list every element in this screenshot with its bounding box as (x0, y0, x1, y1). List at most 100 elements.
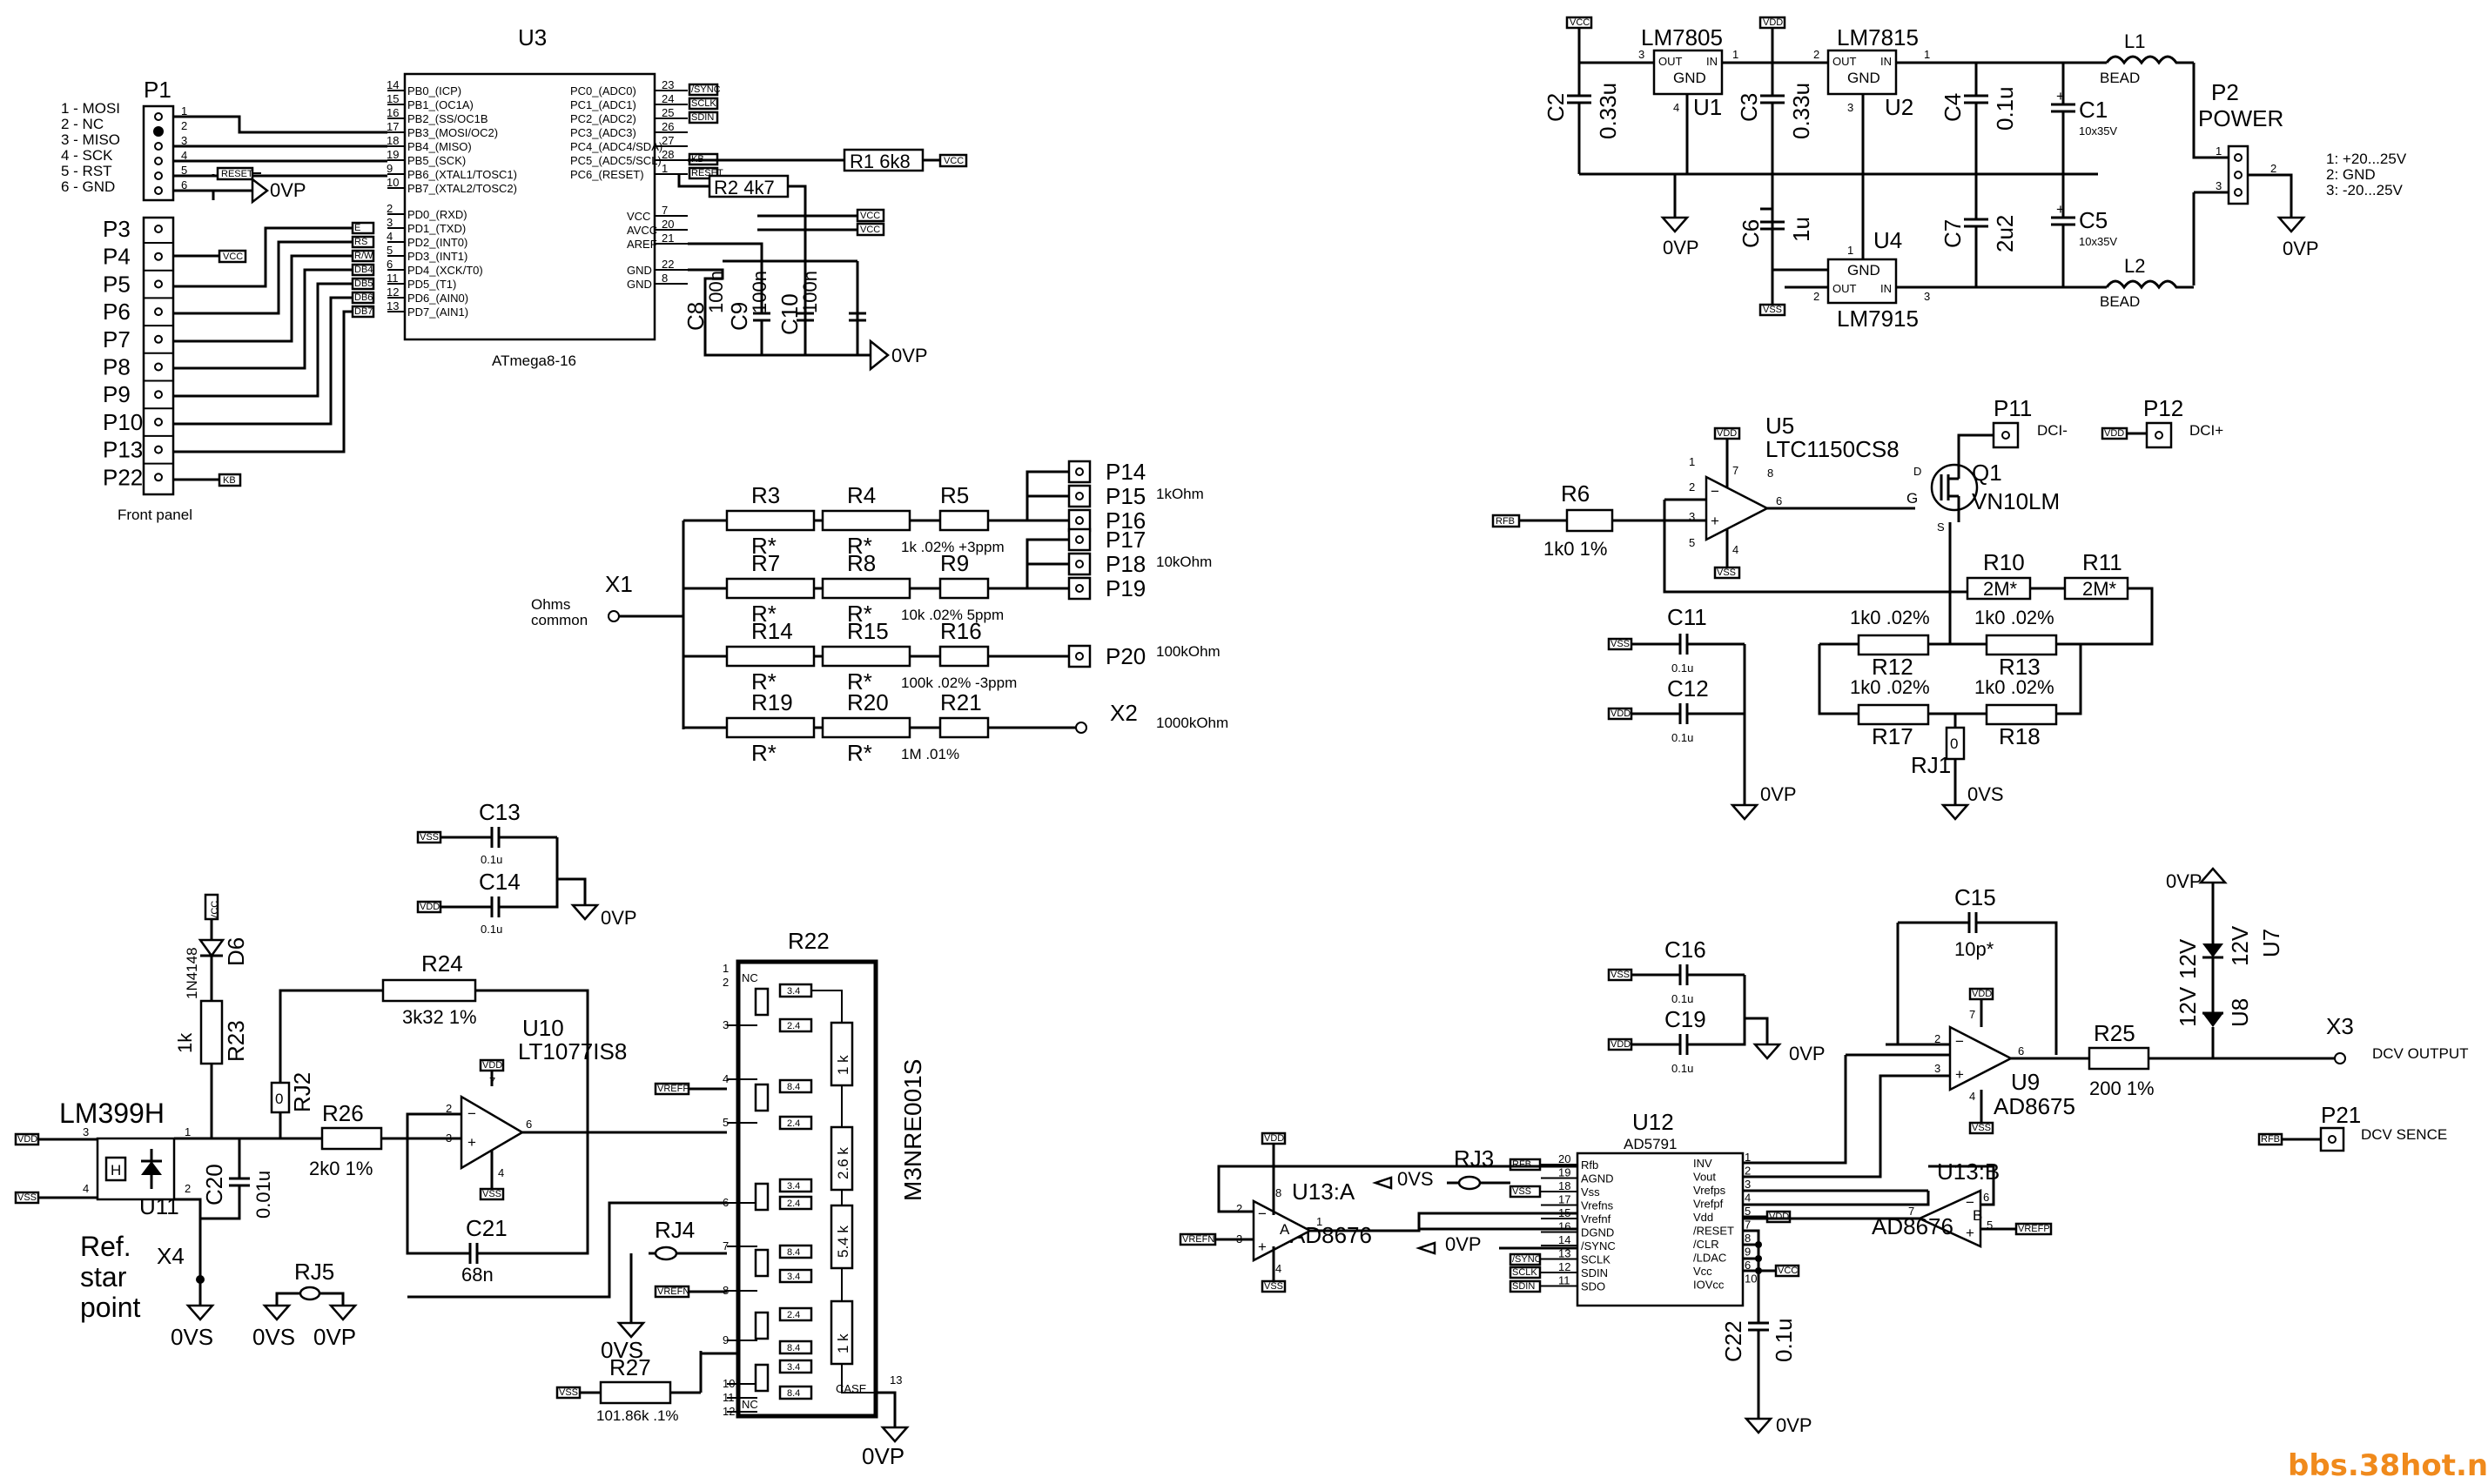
svg-text:12V: 12V (2175, 938, 2201, 979)
u12-net-tag (1509, 1185, 1542, 1199)
ladder-port (1067, 527, 1092, 552)
u3-power-pin-name: GND (627, 264, 652, 277)
lcd-net-tag-label: R/W (354, 251, 373, 261)
svg-text:4: 4 (1275, 1262, 1281, 1275)
svg-text:C5: C5 (2079, 207, 2108, 233)
ladder-range-label: 10kOhm (1156, 554, 1212, 570)
p1-connector-block: 1 - MOSI 2 - NC 3 - MISO 4 - SCK 5 - RST… (61, 77, 387, 205)
svg-text:−: − (1711, 483, 1719, 500)
ladder-port-pin (1075, 560, 1084, 568)
front-panel-ref: P13 (103, 437, 143, 463)
ladder-precision-value: 1k .02% +3ppm (901, 539, 1005, 555)
r22-small-resistor (778, 1244, 813, 1259)
svg-text:G: G (1906, 490, 1918, 507)
u3-right-pin-name: PC2_(ADC2) (570, 112, 636, 125)
svg-text:GND: GND (1673, 70, 1706, 86)
u12-left-pin-name: Vrefnf (1581, 1212, 1611, 1225)
ladder-port-ref: X2 (1110, 700, 1138, 726)
svg-text:Q1: Q1 (1972, 460, 2002, 486)
ladder-port (1067, 552, 1092, 576)
svg-text:1: 1 (185, 1125, 191, 1138)
ladder-precision-value: 100k .02% -3ppm (901, 675, 1017, 691)
u12-right-pin-num: 7 (1745, 1219, 1751, 1232)
r22-small-resistor-v (754, 1248, 770, 1278)
svg-text:R10: R10 (1983, 549, 2025, 575)
r22-small-resistor-v (754, 987, 770, 1017)
svg-text:VDD: VDD (482, 1060, 502, 1071)
u12-left-pin-name: Rfb (1581, 1158, 1598, 1172)
svg-text:RJ3: RJ3 (1454, 1145, 1494, 1172)
u3-left-pin-num: 19 (387, 148, 399, 161)
svg-text:VDD: VDD (420, 902, 440, 912)
u2-part: LM7815 (1837, 24, 1919, 50)
ladder-tap-wire (1025, 470, 1069, 522)
svg-text:0.1u: 0.1u (481, 923, 502, 936)
svg-text:AD5791: AD5791 (1624, 1136, 1677, 1152)
svg-text:10x35V: 10x35V (2079, 124, 2117, 138)
front-panel-pin (154, 334, 163, 344)
svg-text:0VP: 0VP (313, 1324, 356, 1350)
svg-text:0VP: 0VP (1445, 1233, 1482, 1255)
svg-text:6: 6 (1776, 494, 1782, 507)
ladder-resistor-value: R* (751, 601, 777, 627)
svg-text:2: 2 (1236, 1202, 1242, 1215)
svg-text:P21: P21 (2321, 1102, 2361, 1128)
p1-gnd: 0VP (270, 179, 306, 201)
svg-text:M3NRE001S: M3NRE001S (899, 1059, 926, 1201)
svg-text:1: 1 (1924, 48, 1930, 61)
svg-text:0VP: 0VP (601, 907, 637, 929)
u12-net-tag-label: SDIN (1512, 1281, 1535, 1292)
svg-text:0VP: 0VP (862, 1443, 904, 1469)
u12-left-pin-num: 12 (1558, 1260, 1570, 1273)
u4-body (1826, 258, 1898, 305)
p1-reset-tag: RESET (221, 169, 253, 179)
u3-gnd: 0VP (891, 345, 928, 366)
u3-right-pin-num: 23 (662, 78, 674, 91)
svg-text:RJ5: RJ5 (294, 1259, 334, 1285)
svg-text:NC: NC (742, 971, 758, 984)
q1-mosfet (1930, 463, 1979, 512)
svg-text:2: 2 (185, 1182, 191, 1195)
ladder-resistor (938, 716, 990, 739)
ladder-resistor-value: R* (847, 601, 872, 627)
ladder-range-label: 1kOhm (1156, 486, 1204, 502)
r22-small-value: 3.4 (787, 1272, 800, 1282)
u3-vcc-2: VCC (860, 225, 880, 235)
u12-net-tag-label: /SYNC (1512, 1254, 1542, 1265)
u3-left-pin-name: PB7_(XTAL2/TOSC2) (407, 182, 517, 195)
u3-left-pin-num: 17 (387, 120, 399, 133)
svg-text:GND: GND (1847, 262, 1880, 279)
svg-text:Ref.: Ref. (80, 1231, 131, 1262)
svg-text:VREFP: VREFP (2018, 1224, 2050, 1234)
ladder-resistor-value: R* (847, 668, 872, 695)
u3-c9-val: 100n (749, 271, 770, 313)
u3-right-pin-name: PC1_(ADC1) (570, 98, 636, 111)
u3-left-pin-name: PB0_(ICP) (407, 84, 461, 97)
r22-small-resistor (778, 1306, 813, 1322)
r22-small-value: 8.4 (787, 1343, 800, 1353)
u1-body (1652, 49, 1724, 96)
u12-right-pin-name: /LDAC (1693, 1252, 1726, 1265)
u3-net-tag-label: SCLK (691, 98, 716, 109)
svg-text:3: 3 (1689, 510, 1695, 523)
svg-text:0.33u: 0.33u (1595, 83, 1621, 139)
lcd-net-tag-label: DB4 (354, 265, 373, 275)
svg-text:VSS: VSS (420, 832, 439, 843)
u3-right-pin-num: 24 (662, 92, 674, 105)
u12-net-tag (1509, 1252, 1542, 1266)
ladder-port (1067, 576, 1092, 601)
svg-text:VDD: VDD (1769, 1212, 1789, 1222)
ladder-resistor-ref: R19 (751, 689, 793, 715)
r22-small-value: 8.4 (787, 1247, 800, 1258)
u12-net-tag-label: RFB (1512, 1159, 1531, 1170)
svg-text:2: 2 (446, 1102, 452, 1115)
u12-right-pin-name: Vrefpf (1693, 1198, 1724, 1211)
svg-text:R13: R13 (1999, 654, 2041, 680)
u3-c10: C10 (777, 293, 803, 335)
front-panel-pin (154, 417, 163, 426)
r22-small-value: 3.4 (787, 986, 800, 997)
r22-pin-num: 1 (723, 962, 729, 975)
u12-left-pin-num: 18 (1558, 1179, 1570, 1192)
svg-text:2M*: 2M* (1983, 578, 2018, 600)
